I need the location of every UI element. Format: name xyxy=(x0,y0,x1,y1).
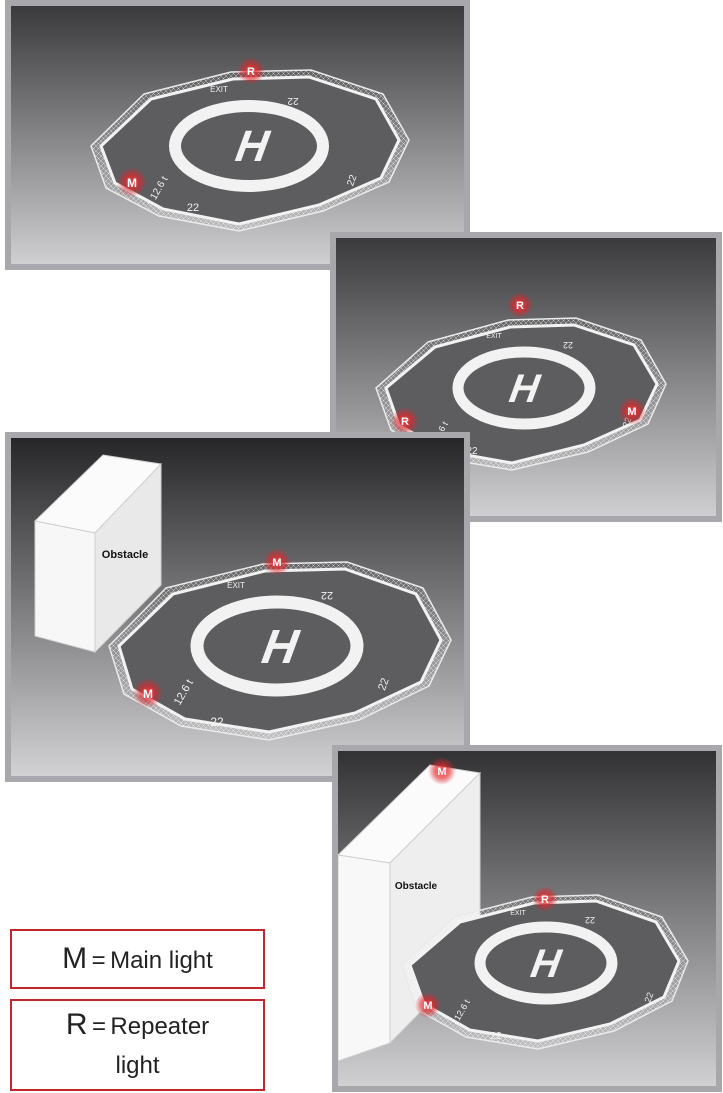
exit-marking: EXIT xyxy=(210,85,228,94)
light-marker: R xyxy=(237,57,265,85)
edge-label-top: 22 xyxy=(563,340,573,350)
legend-repeater-letter: R xyxy=(66,1008,88,1041)
exit-marking: EXIT xyxy=(227,581,245,590)
edge-label-top: 22 xyxy=(585,915,595,925)
edge-label-top: 22 xyxy=(287,95,299,106)
legend-equals: = xyxy=(92,1013,106,1040)
helipad-scene-4: Obstacle H EXIT 22 22 22 12.6 t M R M xyxy=(338,751,716,1086)
light-marker: R xyxy=(391,407,419,435)
legend-main-letter: M xyxy=(62,942,87,975)
legend-main-text: Main light xyxy=(110,947,213,974)
light-marker: M xyxy=(117,167,147,197)
legend-equals: = xyxy=(92,947,106,974)
legend-main-light: M = Main light xyxy=(10,929,265,989)
exit-marking: EXIT xyxy=(510,910,526,917)
svg-text:R: R xyxy=(247,66,255,78)
legend-repeater-text: Repeater xyxy=(110,1013,209,1040)
svg-text:R: R xyxy=(401,416,409,428)
svg-text:M: M xyxy=(423,1000,432,1012)
light-marker: M xyxy=(263,548,291,576)
helipad-panel-1: H EXIT 22 22 22 12.6 t R M xyxy=(5,0,470,270)
svg-text:M: M xyxy=(143,687,153,701)
helipad-panel-4: Obstacle H EXIT 22 22 22 12.6 t M R M xyxy=(332,745,722,1092)
legend-repeater-light: R = Repeater light xyxy=(10,999,265,1091)
edge-label-bottom: 22 xyxy=(210,715,224,729)
svg-text:M: M xyxy=(627,406,636,418)
helipad-scene-3: Obstacle H EXIT 22 22 22 12.6 t M M xyxy=(11,438,464,776)
obstacle-label: Obstacle xyxy=(102,549,148,561)
svg-text:M: M xyxy=(437,766,446,778)
svg-text:R: R xyxy=(541,894,549,906)
svg-text:R: R xyxy=(516,300,524,312)
helipad-panel-3: Obstacle H EXIT 22 22 22 12.6 t M M xyxy=(5,432,470,782)
light-marker: M xyxy=(428,757,456,785)
edge-label-bottom: 22 xyxy=(187,202,199,214)
svg-text:M: M xyxy=(272,557,281,569)
obstacle-label: Obstacle xyxy=(395,881,438,892)
edge-label-bottom: 22 xyxy=(490,1031,502,1042)
edge-label-top: 22 xyxy=(321,589,333,601)
light-marker: M xyxy=(133,678,163,708)
light-marker: M xyxy=(415,992,441,1018)
helipad-scene-1: H EXIT 22 22 22 12.6 t R M xyxy=(11,6,464,264)
light-marker: R xyxy=(507,292,533,318)
legend-repeater-text-line2: light xyxy=(12,1052,263,1080)
light-marker: R xyxy=(532,886,558,912)
exit-marking: EXIT xyxy=(486,333,502,340)
light-marker: M xyxy=(618,397,646,425)
svg-text:M: M xyxy=(127,176,137,190)
